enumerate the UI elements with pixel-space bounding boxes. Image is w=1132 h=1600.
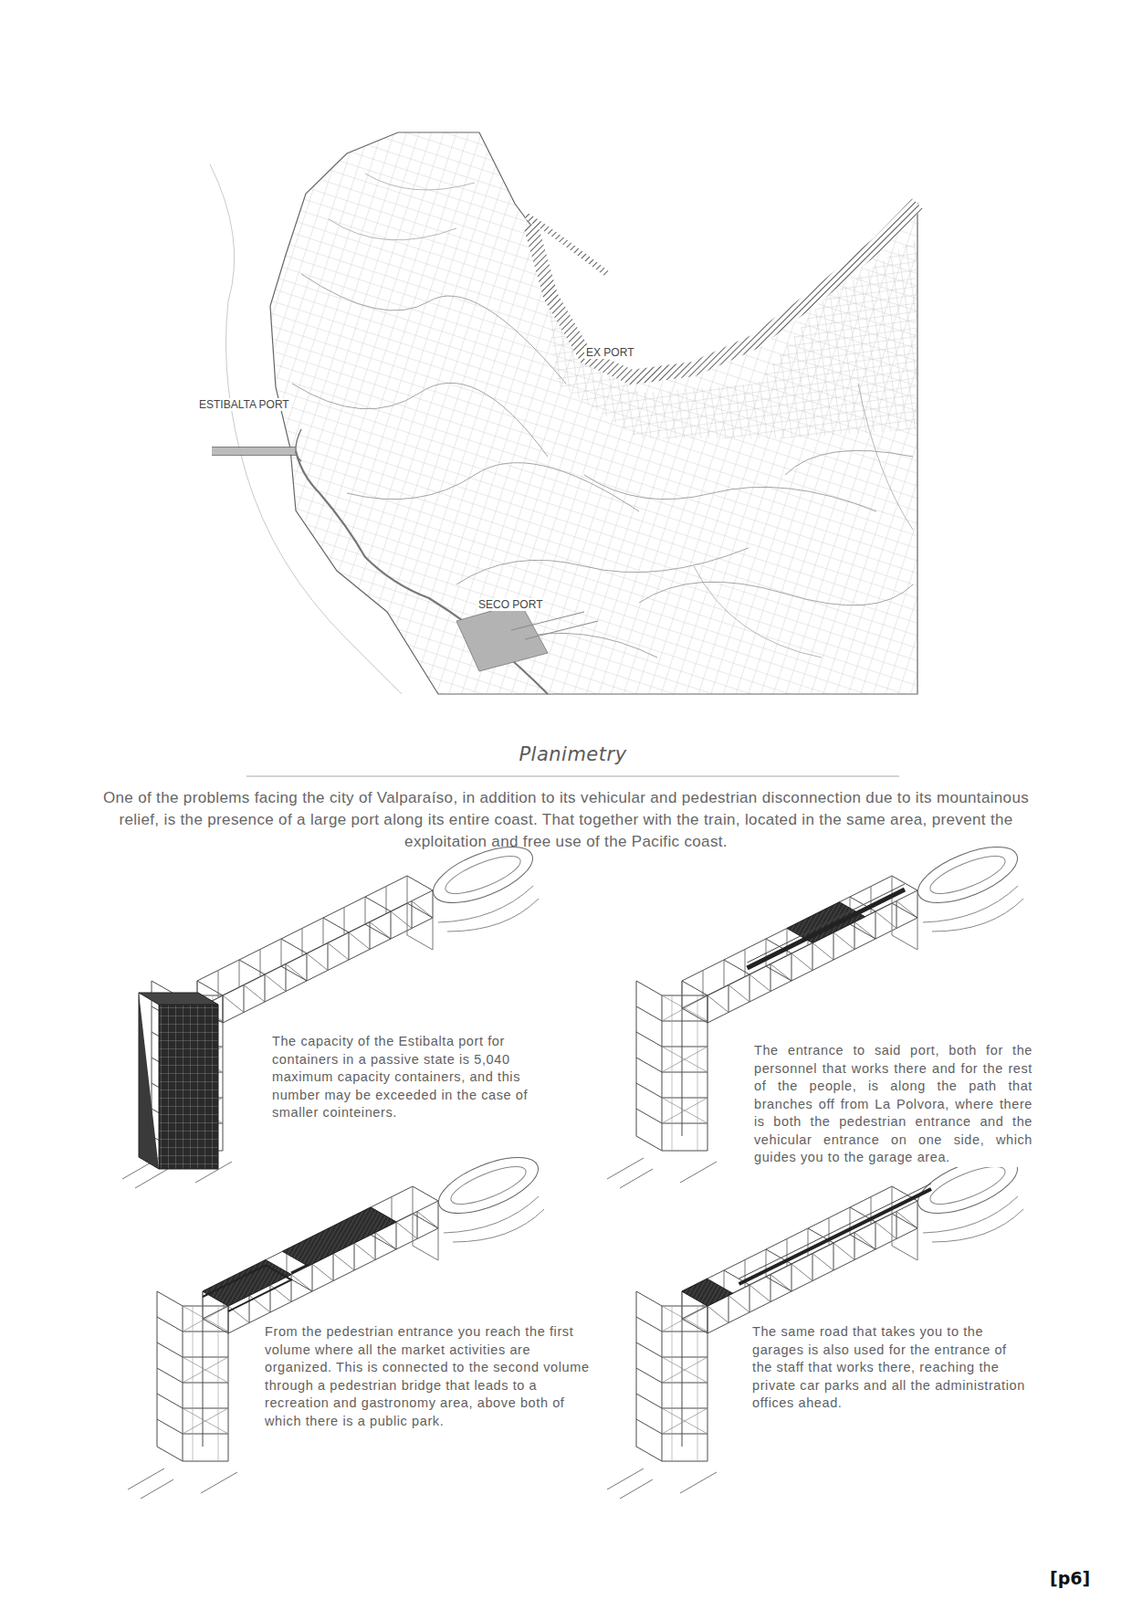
city-map bbox=[209, 132, 918, 694]
description-text: The capacity of the Estibalta port for c… bbox=[272, 1032, 546, 1122]
map-label: EX PORT bbox=[584, 345, 636, 359]
axonometric-diagram bbox=[127, 1145, 546, 1499]
map-label: SECO PORT bbox=[476, 597, 545, 611]
axonometric-diagram bbox=[607, 1145, 1025, 1499]
axonometric-diagram bbox=[122, 835, 540, 1188]
intro-paragraph: One of the problems facing the city of V… bbox=[91, 786, 1041, 853]
page-number: [p6] bbox=[1049, 1567, 1091, 1588]
description-text: The same road that takes you to the gara… bbox=[752, 1322, 1027, 1413]
description-text: The entrance to said port, both for the … bbox=[754, 1041, 1033, 1167]
map-label: ESTIBALTA PORT bbox=[197, 398, 292, 411]
title-rule bbox=[246, 775, 900, 777]
page-title: Planimetry bbox=[246, 743, 900, 766]
description-text: From the pedestrian entrance you reach t… bbox=[264, 1322, 601, 1430]
